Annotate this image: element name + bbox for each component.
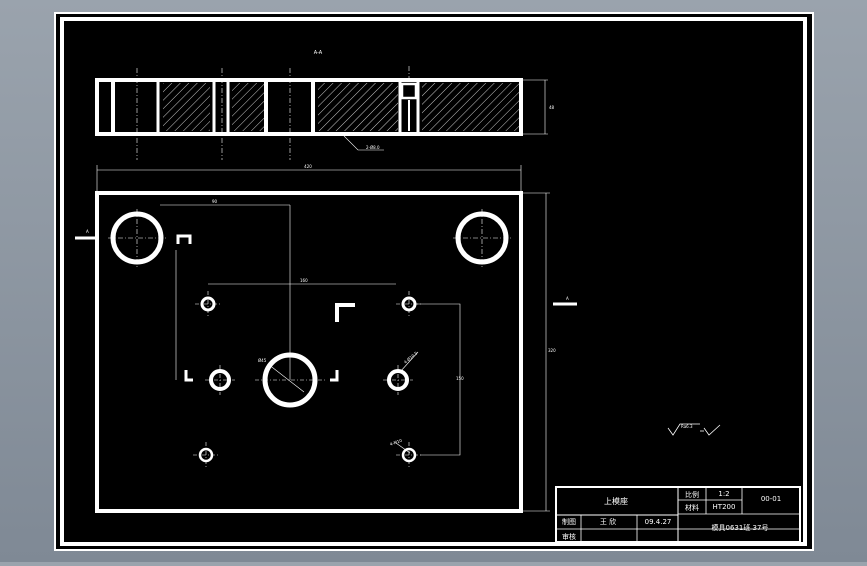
section-marker-right: A [566,296,569,301]
material-value: HT200 [713,503,736,511]
svg-text:90: 90 [212,199,218,204]
overall-width-dimension: 420 [96,164,522,192]
svg-text:Ra6.3: Ra6.3 [681,424,693,429]
section-note: 2-Ø8.0 [366,145,380,150]
svg-text:150: 150 [456,376,464,381]
part-name: 上模座 [604,496,628,506]
school-class: 模具0631班 37号 [712,523,769,532]
roughness-symbol: Ra6.3 [667,423,721,436]
drawing-border [60,17,807,546]
svg-text:420: 420 [304,164,312,169]
central-bore [262,352,318,408]
scale-value: 1:2 [718,490,729,498]
thickness-dim: 48 [549,105,555,110]
svg-text:比例: 比例 [685,490,699,499]
svg-text:审核: 审核 [562,532,576,541]
section-view: 48 2-Ø8.0 [95,66,555,160]
plan-view: A A 320 90 160 150 [75,191,577,513]
svg-text:材料: 材料 [685,503,699,512]
drawing-number: 00-01 [761,495,781,503]
svg-text:160: 160 [300,278,308,283]
section-marker-left: A [86,229,89,234]
hole-note-2: 4-M10 [389,438,403,447]
title-block: 上模座 比例 1:2 材料 HT200 00-01 制图 王 欣 09.4.27… [555,486,801,543]
drawn-by: 王 欣 [600,517,616,526]
overall-height-dim: 320 [548,348,556,353]
svg-text:制图: 制图 [562,517,576,526]
view-label: A-A [314,50,323,56]
bore-note: Ø45 [258,358,267,363]
drawn-date: 09.4.27 [645,518,672,526]
